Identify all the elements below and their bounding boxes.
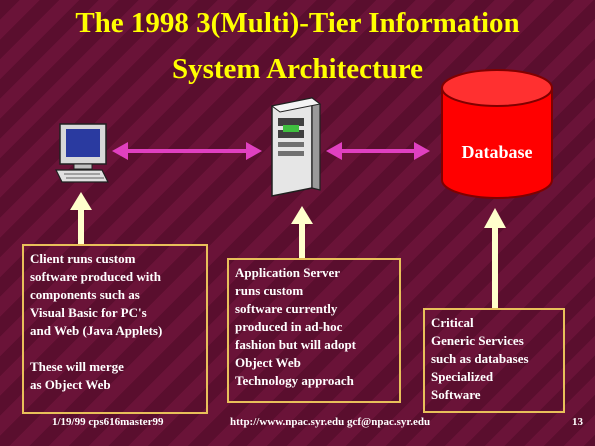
server-icon xyxy=(270,96,322,197)
slide-title-line1: The 1998 3(Multi)-Tier Information xyxy=(75,7,520,39)
footer-page-number: 13 xyxy=(572,416,583,428)
computer-icon xyxy=(55,123,109,183)
client-description-box: Client runs custom software produced wit… xyxy=(22,244,208,414)
footer-date: 1/19/99 cps616master99 xyxy=(52,416,164,428)
client-up-arrow xyxy=(70,192,92,244)
server-description-box: Application Server runs custom software … xyxy=(227,258,401,403)
server-database-arrow xyxy=(326,142,430,160)
database-icon xyxy=(441,69,553,199)
services-description-box: Critical Generic Services such as databa… xyxy=(423,308,565,413)
slide-title-line2: System Architecture xyxy=(171,53,423,85)
footer-url: http://www.npac.syr.edu gcf@npac.syr.edu xyxy=(230,416,431,428)
services-up-arrow xyxy=(484,208,506,308)
client-server-arrow xyxy=(112,142,262,160)
server-up-arrow xyxy=(291,206,313,258)
database-label: Database xyxy=(461,142,533,162)
